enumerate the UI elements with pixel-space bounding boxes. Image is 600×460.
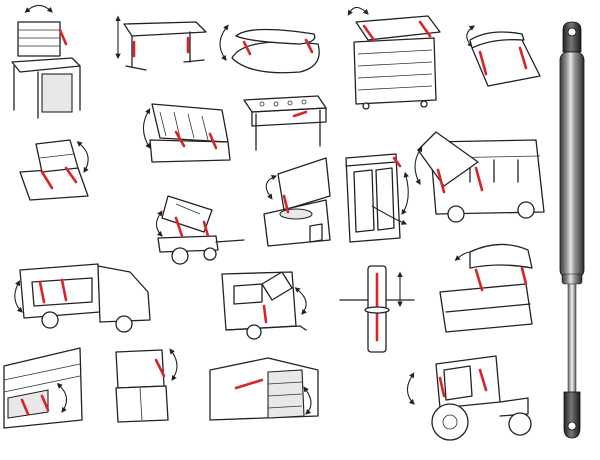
phone-booth-icon: [345, 153, 409, 243]
display-cooler-icon: [439, 243, 533, 333]
bus-rear-door-icon: [414, 131, 545, 223]
storage-chest-icon: [347, 6, 441, 110]
grill-cabinet-icon: [243, 95, 327, 151]
car-tailgate-icon: [466, 25, 541, 87]
food-truck-icon: [14, 263, 151, 333]
trailer-cover-icon: [155, 195, 245, 265]
garage-door-icon: [209, 357, 319, 421]
roof-hatch-icon: [19, 139, 89, 201]
kitchen-cabinet-icon: [115, 348, 178, 423]
bollard-post-icon: [339, 265, 415, 353]
tractor-cab-icon: [406, 355, 532, 441]
bus-luggage-hatch-icon: [3, 347, 83, 429]
desk-with-shelf-icon: [11, 4, 81, 119]
caravan-window-icon: [221, 271, 307, 340]
height-adjustable-table-icon: [115, 15, 207, 71]
gas-spring-icon: [559, 21, 585, 439]
washing-machine-lid-icon: [263, 157, 331, 247]
lift-up-bed-icon: [142, 103, 231, 163]
car-roof-box-icon: [219, 24, 320, 74]
